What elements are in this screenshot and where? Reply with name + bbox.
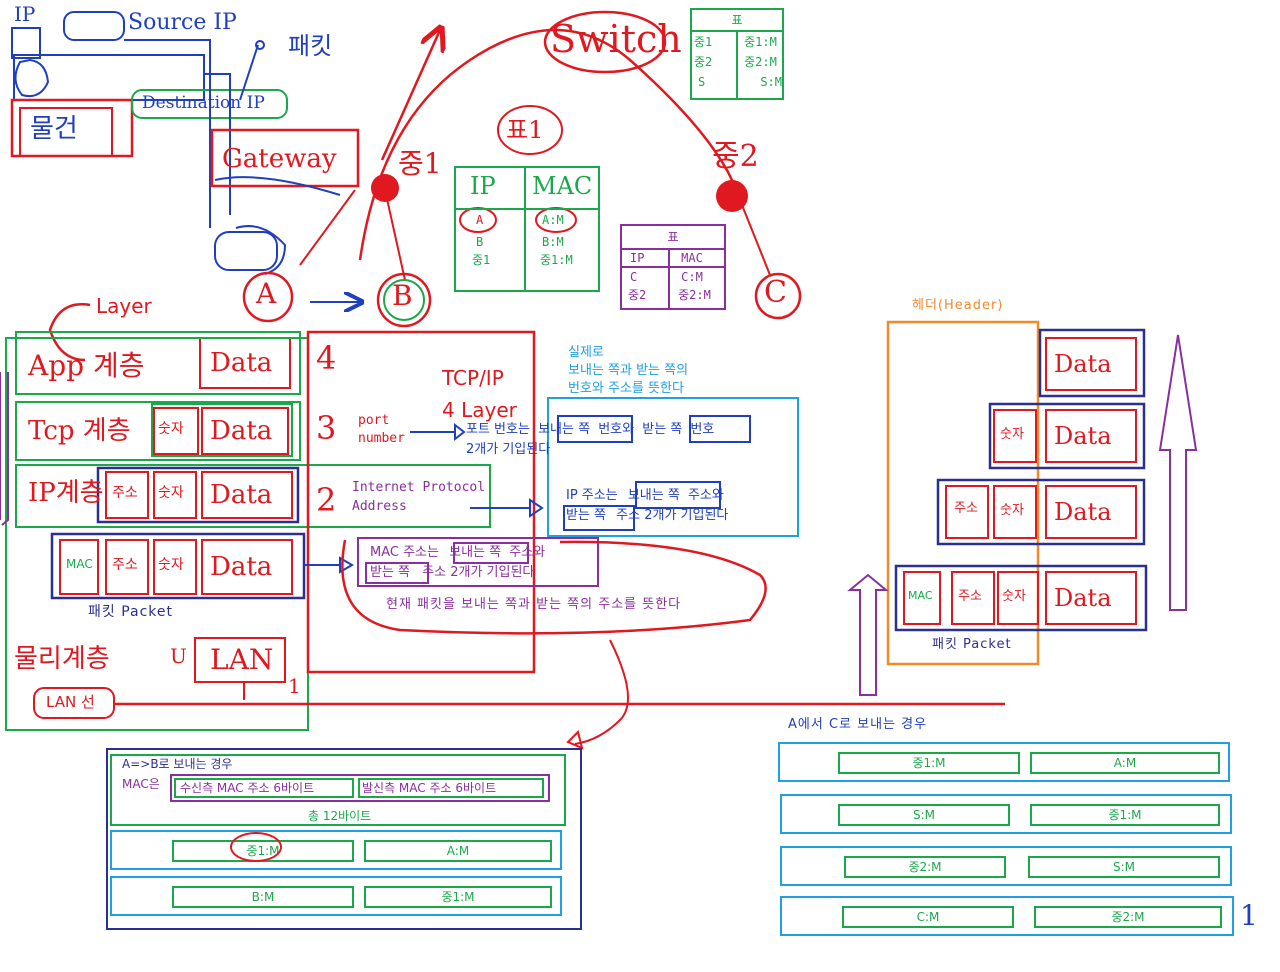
switch-table: 표 중1 중1:M 중2 중2:M S S:M <box>690 8 784 100</box>
ip-note-line1: IP 주소는 보내는 쪽 주소와 <box>566 488 724 503</box>
header-data-cell: Data <box>1054 350 1112 378</box>
table1-cell: A <box>476 213 484 227</box>
network-sketch <box>242 10 802 328</box>
layer-number-3: 3 <box>316 409 337 447</box>
data-cell: Data <box>210 480 273 510</box>
table1-cell: A:M <box>542 213 564 227</box>
a-to-b-frame: A=>B로 보내는 경우 MAC은 수신측 MAC 주소 6바이트 발신측 MA… <box>106 748 582 930</box>
address-cell: 주소 <box>112 557 138 573</box>
header-panel-title: 헤더(Header) <box>912 298 1004 313</box>
total-bytes: 총 12바이트 <box>308 809 372 823</box>
a-to-b-mac-label: MAC은 <box>122 777 160 791</box>
header-panel-lines <box>847 320 1198 696</box>
port-note-line1: 포트 번호는 보내는 쪽 번호와 받는 쪽 번호 <box>466 422 715 437</box>
ip-note-line2: 받는 쪽 주소 2개가 기입된다 <box>566 508 729 523</box>
header-address-cell: 주소 <box>958 589 982 604</box>
packet-handwritten: 패킷 <box>288 32 333 60</box>
physical-layer-label: 물리계층 <box>14 644 110 674</box>
top-left-sketch <box>10 11 360 275</box>
table2-row: 중2 중2:M <box>628 288 711 302</box>
a-to-b-mac-row: A=>B로 보내는 경우 MAC은 수신측 MAC 주소 6바이트 발신측 MA… <box>110 754 566 826</box>
switch-table-title: 표 <box>692 10 782 32</box>
data-cell: Data <box>210 552 273 582</box>
destination-ip-label: Destination IP <box>142 93 265 113</box>
u-label: U <box>170 644 187 668</box>
header-packet-caption: 패킷 Packet <box>932 637 1012 652</box>
header-number-cell: 숫자 <box>1000 503 1024 518</box>
header-data-cell: Data <box>1054 584 1112 612</box>
layer-number-1: 1 <box>288 674 301 698</box>
lan-cable-label: LAN 선 <box>46 693 95 711</box>
layer-title: Layer <box>96 294 152 318</box>
layer-stack-lines <box>0 303 1005 731</box>
relay1-label: 중1 <box>398 147 442 180</box>
port-note-line2: 2개가 기입된다 <box>466 442 551 457</box>
source-ip-label: Source IP <box>128 10 237 35</box>
a-to-c-row: 중2:M S:M <box>780 846 1232 886</box>
tcp-layer-label: Tcp 계층 <box>28 416 131 446</box>
header-number-cell: 숫자 <box>1000 427 1024 442</box>
switch-table-row: 중2 중2:M <box>694 55 777 69</box>
a-to-b-title: A=>B로 보내는 경우 <box>122 757 233 771</box>
a-to-c-row: S:M 중1:M <box>780 794 1232 834</box>
header-mac-cell: MAC <box>908 589 933 602</box>
data-cell: Data <box>210 348 273 378</box>
table2: 표 IP MAC C C:M 중2 중2:M <box>620 224 726 310</box>
actually-note: 실제로 보내는 쪽과 받는 쪽의 번호와 주소를 뜻한다 <box>568 345 689 396</box>
node-a-label: A <box>256 277 277 310</box>
mac-note-line1: MAC 주소는 보내는 쪽 주소와 <box>370 545 546 560</box>
lan-label: LAN <box>210 643 274 676</box>
switch-table-row: 중1 중1:M <box>694 35 777 49</box>
notes-outline <box>341 397 799 750</box>
a-to-c-title: A에서 C로 보내는 경우 <box>788 717 928 732</box>
header-data-cell: Data <box>1054 498 1112 526</box>
internet-protocol-label: Internet Protocol Address <box>352 480 486 514</box>
table1-header-ip: IP <box>470 172 496 200</box>
table1-cell: 중1:M <box>540 253 573 267</box>
header-data-cell: Data <box>1054 422 1112 450</box>
table2-row: C C:M <box>630 270 703 284</box>
a-to-c-row: 중1:M A:M <box>778 742 1230 782</box>
header-number-cell: 숫자 <box>1002 589 1026 604</box>
node-c-label: C <box>764 275 787 310</box>
a-to-b-row: B:M 중1:M <box>110 876 562 916</box>
node-b-label: B <box>392 279 413 312</box>
table1-cell: B:M <box>542 235 564 249</box>
a-to-c-row: C:M 중2:M <box>780 896 1234 936</box>
table1: IP MAC A A:M B B:M 중1 중1:M <box>454 166 600 292</box>
ip-layer-label: IP계층 <box>28 478 104 508</box>
data-cell: Data <box>210 416 273 446</box>
sender-mac-cell: 발신측 MAC 주소 6바이트 <box>358 778 544 798</box>
goods-label: 물건 <box>30 114 78 144</box>
layer-number-2: 2 <box>316 481 337 519</box>
tcpip-title: TCP/IP <box>442 366 504 390</box>
four-layer-title: 4 Layer <box>442 398 517 422</box>
a-to-c-mark: 1 <box>1240 899 1258 932</box>
number-cell: 숫자 <box>158 485 184 501</box>
header-address-cell: 주소 <box>954 501 978 516</box>
gateway-label: Gateway <box>222 144 337 174</box>
number-cell: 숫자 <box>158 421 184 437</box>
table1-header-mac: MAC <box>532 172 593 200</box>
switch-label: Switch <box>550 17 682 61</box>
table1-cell: 중1 <box>472 253 491 267</box>
layer-number-4: 4 <box>316 339 337 377</box>
table1-label: 표1 <box>506 116 544 144</box>
packet-caption: 패킷 Packet <box>88 604 174 620</box>
table1-cell: B <box>476 235 484 249</box>
port-number-label: port number <box>358 413 405 446</box>
number-cell: 숫자 <box>158 557 184 573</box>
address-cell: 주소 <box>112 485 138 501</box>
app-layer-label: App 계층 <box>28 349 145 382</box>
receiver-mac-cell: 수신측 MAC 주소 6바이트 <box>174 778 354 798</box>
relay2-label: 중2 <box>712 139 759 174</box>
mac-note-line2: 받는 쪽 주소 2개가 기입된다 <box>370 565 535 580</box>
ip-short-label: IP <box>14 2 36 26</box>
current-packet-note: 현재 패킷을 보내는 쪽과 받는 쪽의 주소를 뜻한다 <box>386 597 682 612</box>
a-to-b-row: 중1:M A:M <box>110 830 562 870</box>
switch-table-row: S S:M <box>698 75 782 89</box>
mac-cell: MAC <box>66 557 93 571</box>
